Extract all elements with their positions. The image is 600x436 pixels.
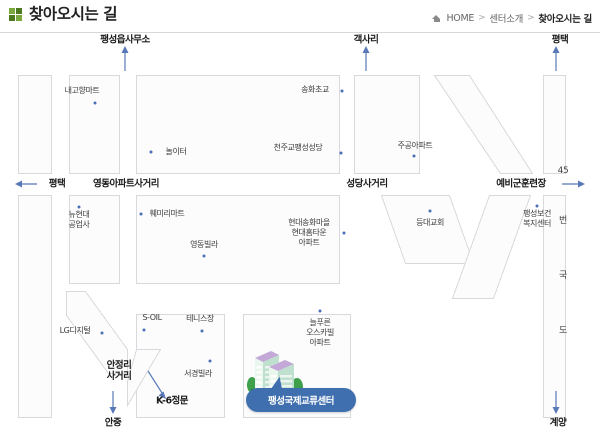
map-block	[354, 75, 420, 174]
poi-dot-naegohyang-mart	[93, 101, 97, 105]
map-block	[69, 75, 120, 174]
map-roads-and-blocks	[15, 46, 585, 418]
arrow-diagonal-k6	[147, 370, 163, 394]
map-block	[18, 195, 52, 418]
poi-dot-seogyeong-villa	[208, 359, 212, 363]
map-block-diagonal	[451, 195, 532, 299]
poi-dot-jugong-apt	[412, 154, 416, 158]
poi-dot-neulpureun-apt	[318, 309, 322, 313]
map-block	[543, 195, 566, 418]
poi-dot-nuhyeondae-industrial	[77, 205, 81, 209]
map-block	[136, 195, 340, 284]
poi-dot-s-oil	[142, 328, 146, 332]
poi-dot-health-center	[535, 204, 539, 208]
location-map: 팽성읍사무소 객사리 평택 평택 예비군훈련장 안중 계양 K-6정문 영동아파…	[0, 33, 600, 436]
poi-dot-nolteo	[149, 150, 153, 154]
poi-dot-tennis-court	[200, 329, 204, 333]
breadcrumb-item-center-intro[interactable]: 센터소개	[489, 14, 524, 25]
home-icon	[432, 14, 441, 23]
apartment-building-icon	[247, 351, 303, 401]
poi-dot-lg-digital	[100, 331, 104, 335]
map-block-diagonal	[380, 195, 475, 264]
breadcrumb-item-home[interactable]: HOME	[446, 12, 475, 24]
map-block	[18, 75, 52, 174]
page-header: 찾아오시는 길 HOME > 센터소개 > 찾아오시는 길	[0, 0, 600, 33]
breadcrumb-separator: >	[527, 13, 535, 23]
map-block	[543, 75, 566, 174]
poi-dot-yeongdong-villa	[202, 254, 206, 258]
breadcrumb-item-current: 찾아오시는 길	[538, 14, 592, 25]
poi-dot-deungdae-church	[428, 209, 432, 213]
breadcrumb: HOME > 센터소개 > 찾아오시는 길	[432, 11, 592, 25]
map-block-diagonal	[433, 75, 534, 174]
grid-squares-icon	[9, 8, 22, 22]
map-block	[136, 75, 340, 174]
map-block-diagonal	[127, 349, 162, 408]
page-title-block: 찾아오시는 길	[9, 5, 118, 23]
map-block	[69, 195, 120, 284]
poi-dot-hyundai-songhwa	[342, 231, 346, 235]
callout-label: 팽성국제교류센터	[268, 396, 334, 407]
poi-dot-songhwa-elementary	[340, 89, 344, 93]
map-block-diagonal	[66, 291, 128, 374]
breadcrumb-separator: >	[478, 13, 486, 23]
poi-dot-catholic-church	[339, 151, 343, 155]
page-title: 찾아오시는 길	[29, 5, 118, 23]
poi-dot-chemi-mart	[139, 212, 143, 216]
map-callout-pyeongseong-international-center[interactable]: 팽성국제교류센터	[246, 388, 356, 412]
